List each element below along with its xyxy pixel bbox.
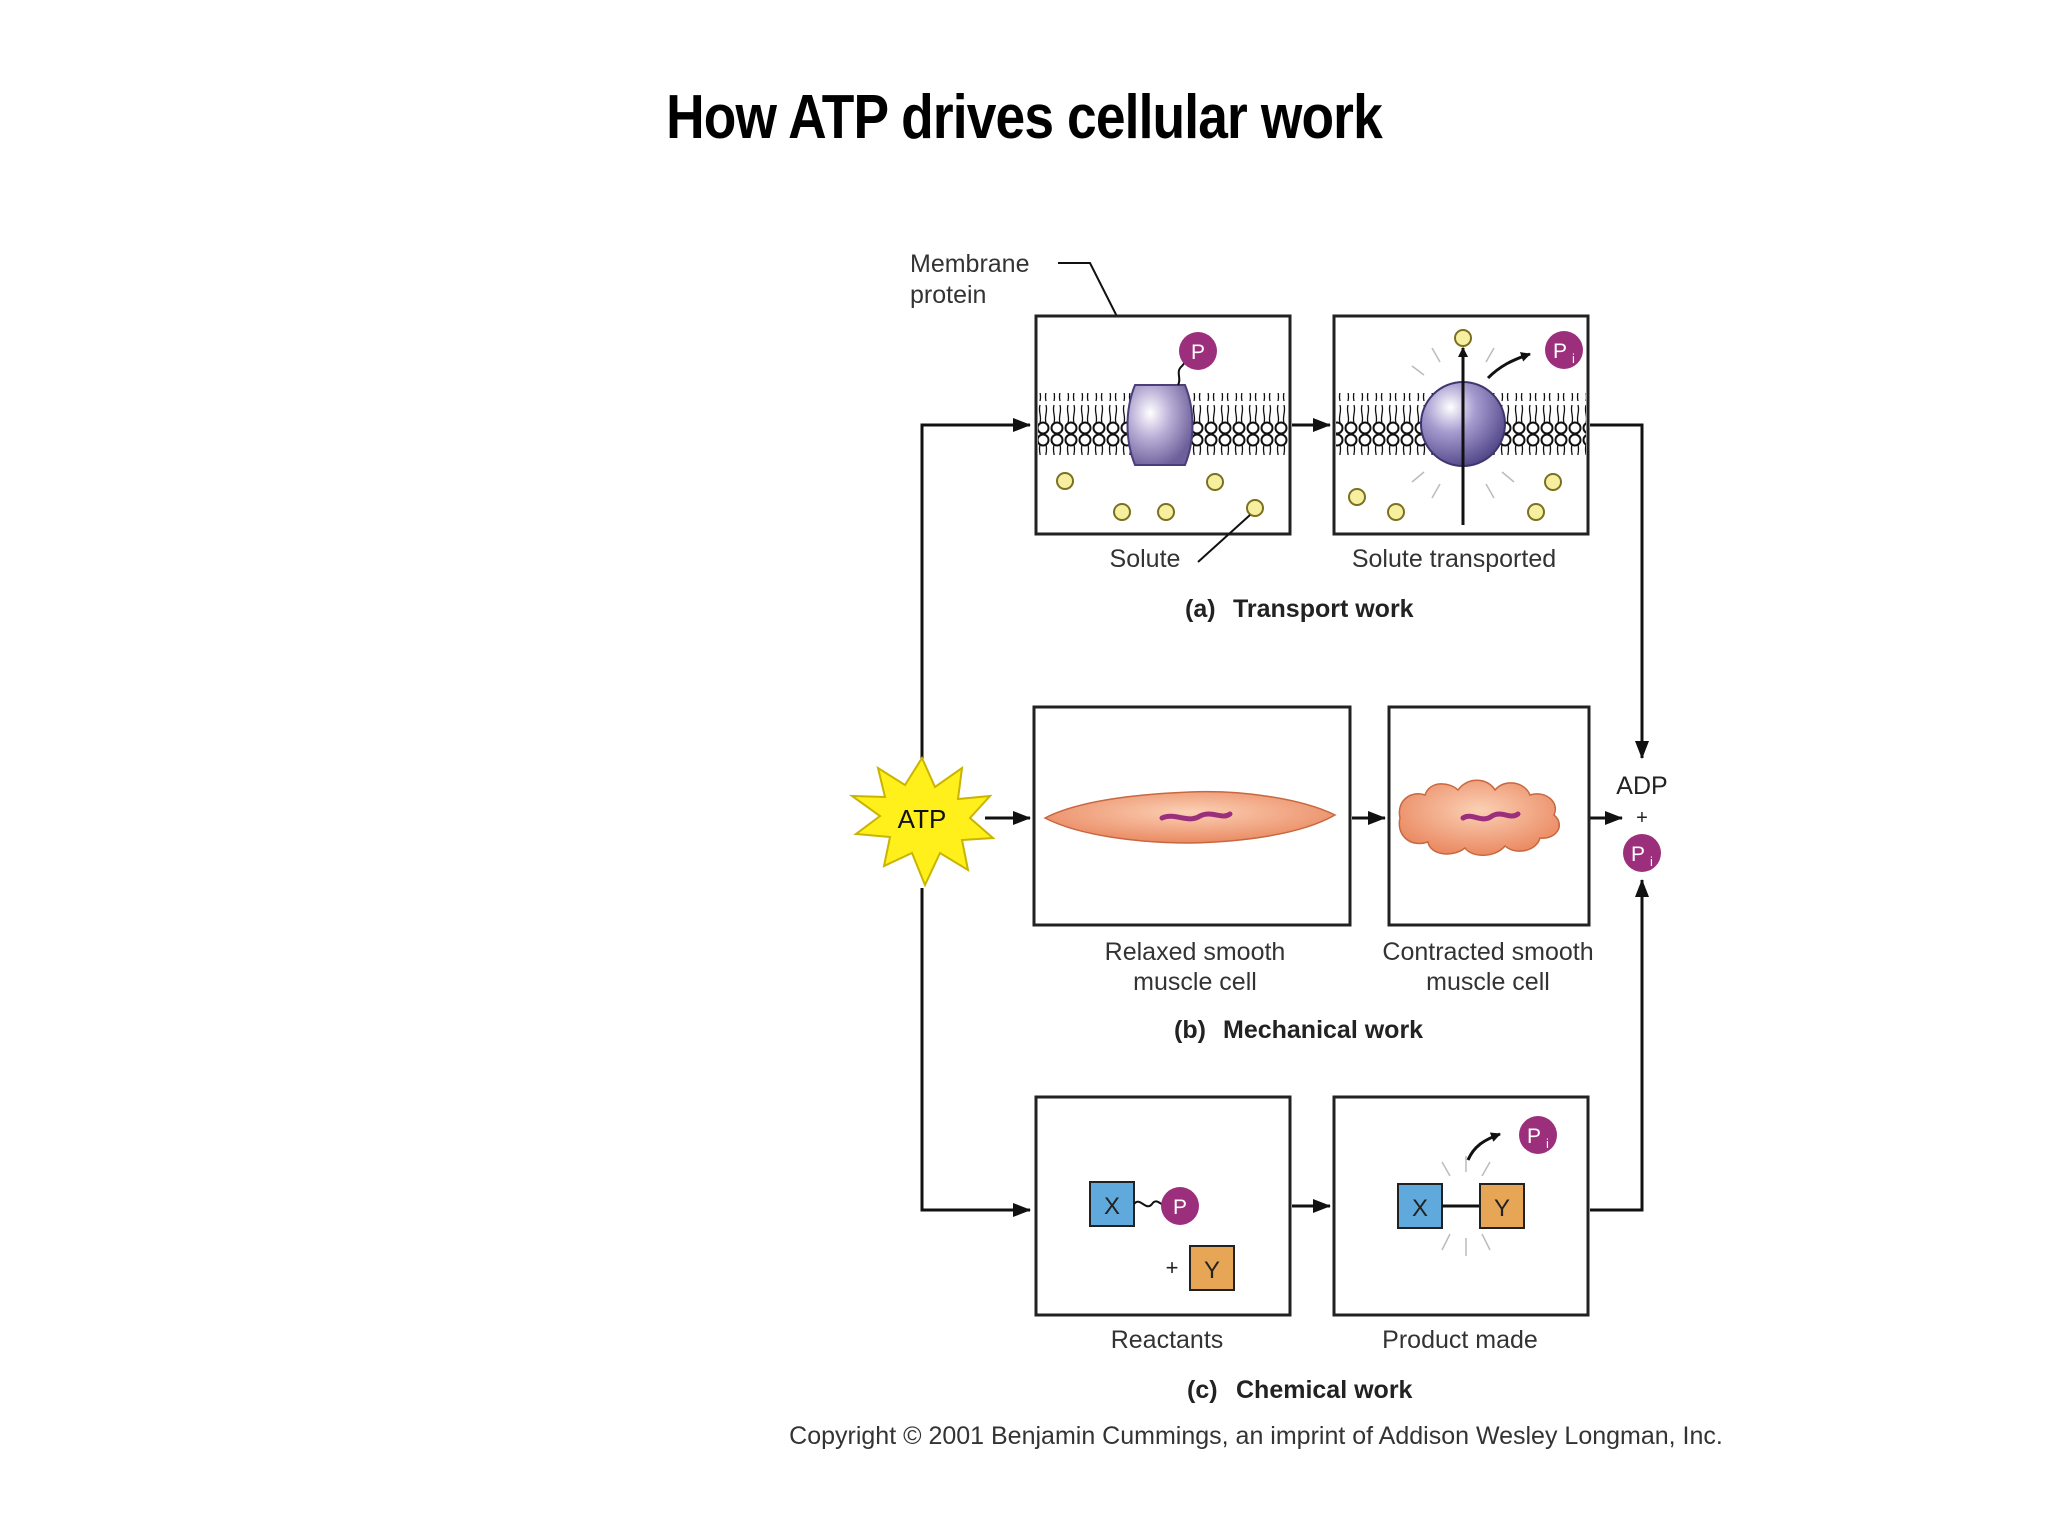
contracted-label-line2: muscle cell (1426, 968, 1550, 996)
transport-work-panel: Membrane protein P Solute P i (910, 250, 1590, 623)
atp-flow-lines (920, 418, 1649, 1217)
mechanical-caption-letter: (b) (1174, 1016, 1206, 1044)
products-phosphate-label: P (1631, 843, 1645, 866)
inorganic-phosphate-icon (1545, 331, 1583, 369)
membrane-protein-label-line2: protein (910, 281, 986, 309)
reactant-phosphate-icon (1161, 1187, 1199, 1225)
phosphate-icon (1179, 332, 1217, 370)
y-molecule (1189, 1245, 1235, 1291)
adp-label: ADP (1616, 772, 1667, 800)
x-molecule-product (1397, 1183, 1443, 1229)
solute-label: Solute (1110, 545, 1181, 573)
membrane-protein (1126, 384, 1194, 466)
adp-pi-products: ADP + P i (1616, 772, 1668, 872)
reactants-label: Reactants (1111, 1326, 1224, 1354)
solute-transported-label: Solute transported (1352, 545, 1556, 573)
chemical-caption: Chemical work (1236, 1376, 1413, 1404)
products-phosphate-icon (1623, 834, 1661, 872)
released-phosphate-icon (1519, 1116, 1557, 1154)
contracted-label-line1: Contracted smooth (1382, 938, 1593, 966)
inorganic-phosphate-label: P (1553, 340, 1567, 363)
products-plus: + (1636, 807, 1648, 829)
transport-caption: Transport work (1233, 595, 1414, 623)
phosphate-label: P (1191, 341, 1205, 364)
y-molecule-product (1479, 1183, 1525, 1229)
products-phosphate-subscript: i (1650, 854, 1653, 869)
reactants-plus: + (1166, 1255, 1179, 1280)
y-label: Y (1204, 1257, 1220, 1284)
inorganic-phosphate-subscript: i (1572, 351, 1575, 366)
atp-burst: ATP (848, 755, 996, 888)
solute-particles-after (1348, 473, 1562, 521)
mechanical-caption: Mechanical work (1223, 1016, 1423, 1044)
released-phosphate-subscript: i (1546, 1136, 1549, 1151)
x-label: X (1104, 1193, 1120, 1220)
chemical-work-panel: X P + Y Reactants X Y P i Product made (… (1034, 1095, 1590, 1404)
relaxed-label-line1: Relaxed smooth (1105, 938, 1286, 966)
page-title: How ATP drives cellular work (666, 83, 1383, 152)
atp-label: ATP (898, 804, 947, 834)
released-phosphate-label: P (1527, 1125, 1541, 1148)
product-made-label: Product made (1382, 1326, 1538, 1354)
solute-particles (1056, 472, 1264, 521)
x2-label: X (1412, 1195, 1428, 1222)
chemical-caption-letter: (c) (1187, 1376, 1218, 1404)
relaxed-label-line2: muscle cell (1133, 968, 1257, 996)
transport-caption-letter: (a) (1185, 595, 1216, 623)
membrane-protein-label-line1: Membrane (910, 250, 1030, 278)
copyright-notice: Copyright © 2001 Benjamin Cummings, an i… (789, 1422, 1723, 1450)
reactant-phosphate-label: P (1173, 1196, 1187, 1219)
y2-label: Y (1494, 1195, 1510, 1222)
mechanical-work-panel: Relaxed smooth muscle cell Contracted sm… (1032, 705, 1594, 1044)
bond-energy-rays (1441, 1156, 1491, 1256)
